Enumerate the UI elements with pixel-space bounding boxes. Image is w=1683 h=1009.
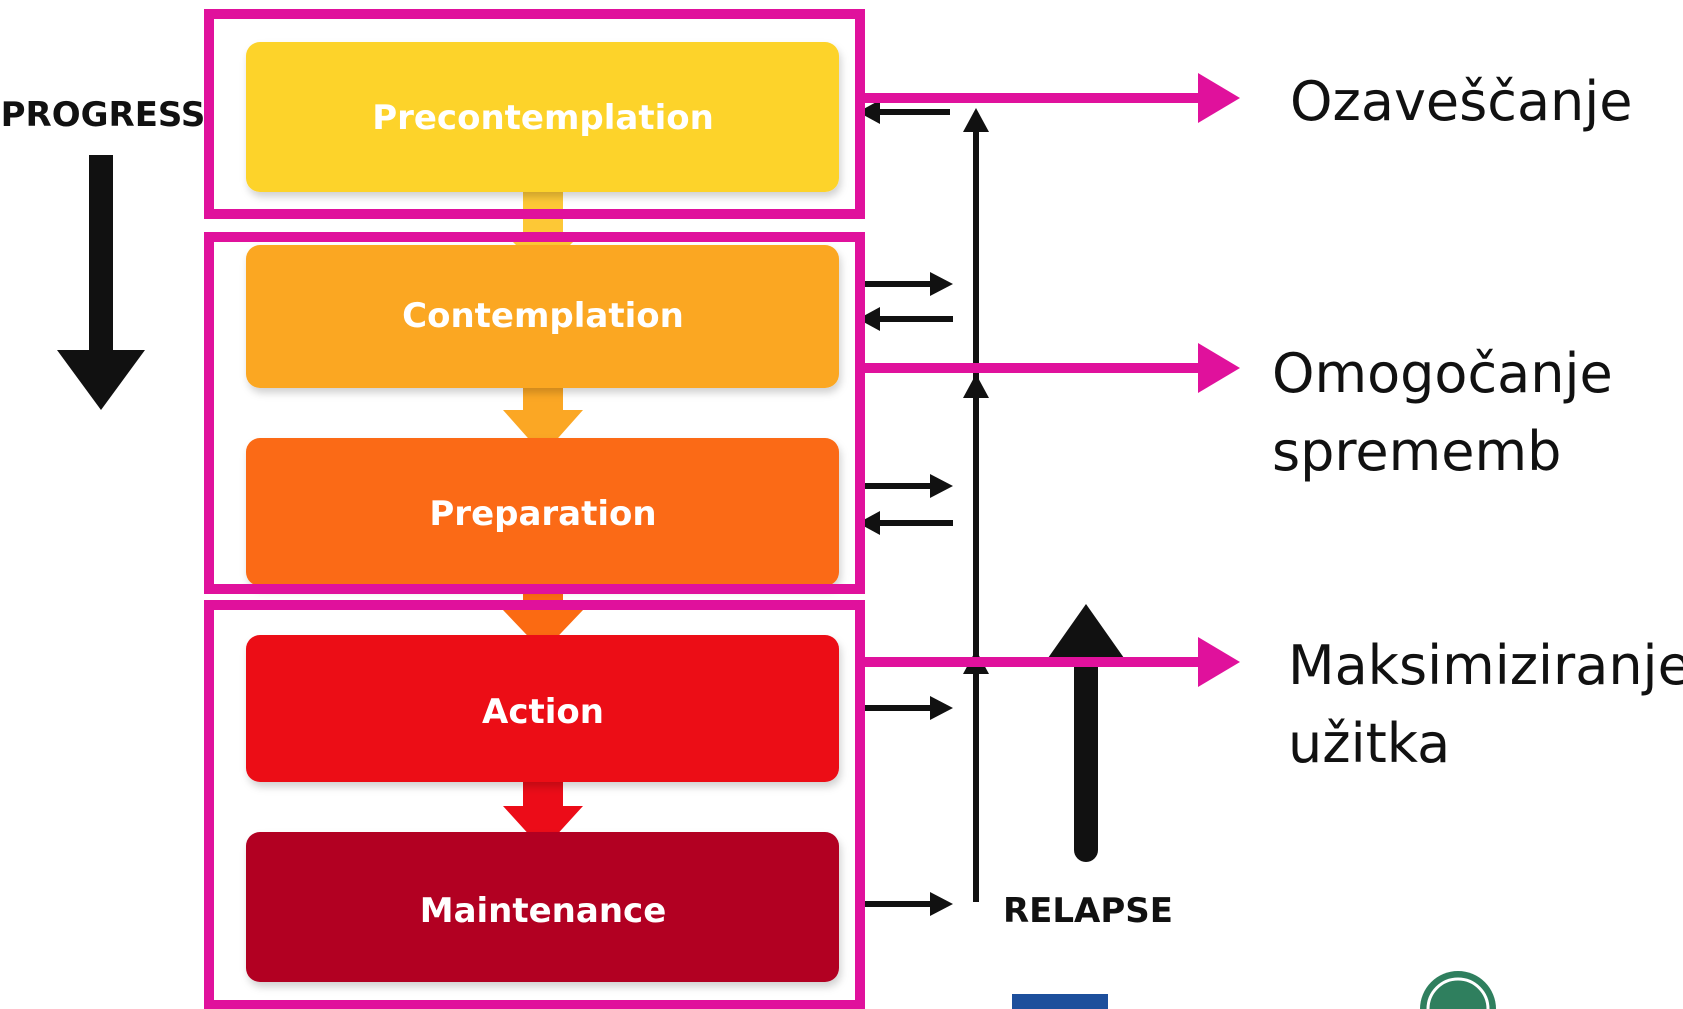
stage-maintenance: Maintenance bbox=[246, 832, 839, 982]
right-arrow-icon bbox=[930, 696, 953, 720]
up-arrow-icon bbox=[963, 374, 989, 398]
right-arrow-icon bbox=[930, 474, 953, 498]
left-arrow-icon bbox=[858, 511, 880, 535]
stage-label: Precontemplation bbox=[372, 98, 714, 138]
stage-label: Preparation bbox=[429, 494, 656, 534]
stage-action: Action bbox=[246, 635, 839, 782]
right-arrow-icon bbox=[930, 892, 953, 916]
highlight-frames bbox=[204, 9, 865, 1009]
highlight-frame-enabling bbox=[204, 232, 865, 594]
pointer-arrow-icon bbox=[1198, 343, 1240, 393]
relapse-label: RELAPSE bbox=[1003, 891, 1173, 931]
callout-awareness: Ozaveščanje bbox=[1290, 70, 1632, 133]
pointer-arrow-icon bbox=[1198, 637, 1240, 687]
stage-precontemplation: Precontemplation bbox=[246, 42, 839, 192]
pointer-arrow-icon bbox=[1198, 73, 1240, 123]
partner-logo bbox=[1012, 994, 1108, 1009]
relapse-arrow-icon bbox=[1048, 604, 1124, 862]
partner-seal bbox=[1420, 971, 1496, 1009]
left-arrow-icon bbox=[858, 100, 880, 124]
stage-label: Action bbox=[482, 692, 604, 732]
highlight-frame-awareness bbox=[204, 9, 865, 219]
progress-arrow-icon bbox=[57, 155, 145, 410]
up-arrow-icon bbox=[963, 108, 989, 132]
relapse-arrows bbox=[858, 100, 989, 916]
stage-label: Contemplation bbox=[402, 296, 684, 336]
stage-contemplation: Contemplation bbox=[246, 245, 839, 388]
stage-label: Maintenance bbox=[420, 891, 667, 931]
callout-pointers bbox=[858, 73, 1240, 687]
connector-arrow-icon bbox=[503, 388, 583, 455]
connector-arrow-icon bbox=[503, 782, 583, 850]
stage-preparation: Preparation bbox=[246, 438, 839, 586]
highlight-frame-maximizing bbox=[204, 600, 865, 1009]
right-arrow-icon bbox=[930, 272, 953, 296]
callout-maximizing: Maksimiziranje užitka bbox=[1288, 634, 1683, 775]
left-arrow-icon bbox=[858, 307, 880, 331]
callout-enabling: Omogočanje sprememb bbox=[1272, 342, 1630, 483]
progress-label: PROGRESS bbox=[1, 95, 206, 135]
